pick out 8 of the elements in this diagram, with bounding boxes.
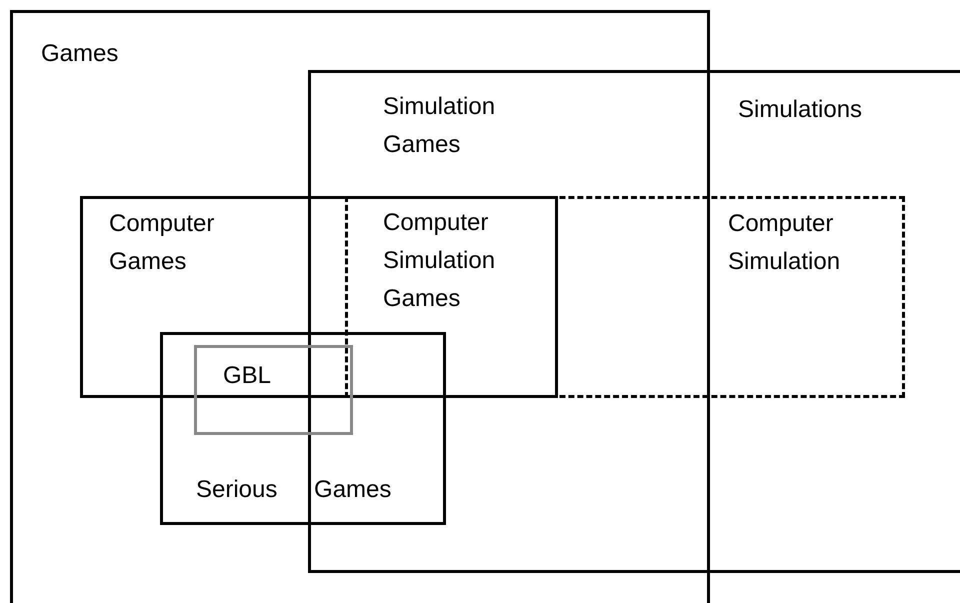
set-label: Computer Simulation — [728, 209, 842, 277]
region-label: Simulation Games — [383, 92, 496, 160]
set-label: Computer Games — [109, 209, 216, 277]
set-label: Serious Games — [196, 475, 392, 505]
set-label: Games — [41, 39, 120, 69]
region-label: Computer Simulation Games — [383, 208, 496, 314]
set-label: Simulations — [738, 95, 864, 125]
set-label: GBL — [223, 361, 272, 391]
